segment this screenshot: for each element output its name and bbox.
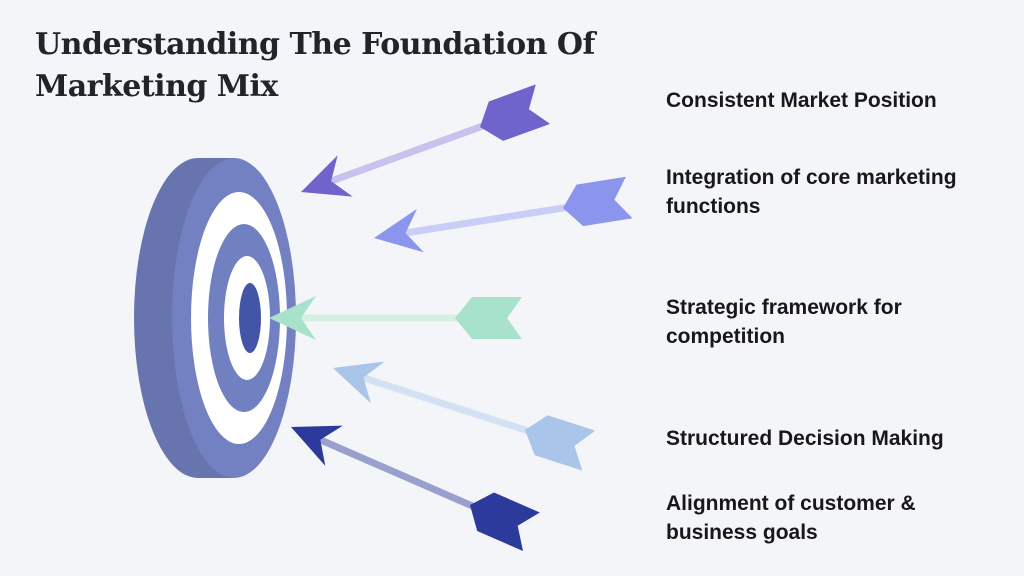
label-alignment-customer-business: Alignment of customer & business goals xyxy=(666,492,916,544)
page-title-line-2: Marketing Mix xyxy=(35,69,278,104)
label-strategic-framework: Strategic framework for competition xyxy=(666,296,902,348)
arrow-alignment-customer-business-shaft xyxy=(317,435,486,515)
arrow-structured-decision-making-fletch xyxy=(525,415,596,471)
label-consistent-market-position: Consistent Market Position xyxy=(666,89,937,112)
arrow-strategic-framework-shaft xyxy=(299,314,470,322)
label-structured-decision-making: Structured Decision Making xyxy=(666,427,944,450)
arrow-strategic-framework-head xyxy=(269,296,316,340)
arrow-consistent-market-position-shaft xyxy=(328,118,496,186)
arrow-structured-decision-making-shaft xyxy=(360,373,541,438)
arrow-structured-decision-making-head xyxy=(333,361,385,404)
arrow-integration-core-marketing-shaft xyxy=(403,202,579,237)
arrow-integration-core-marketing-head xyxy=(374,208,424,253)
arrow-strategic-framework-fletch xyxy=(455,297,522,339)
arrows-group xyxy=(269,84,633,551)
arrow-alignment-customer-business-head xyxy=(291,425,343,466)
page-title: Understanding The Foundation Of Marketin… xyxy=(35,24,595,108)
arrow-alignment-customer-business-fletch xyxy=(470,492,540,551)
target-center xyxy=(239,283,261,353)
label-integration-core-marketing: Integration of core marketing functions xyxy=(666,166,957,218)
page-title-line-1: Understanding The Foundation Of xyxy=(35,27,595,62)
arrow-consistent-market-position-head xyxy=(301,155,353,197)
arrow-consistent-market-position-fletch xyxy=(480,84,551,141)
bullseye-target xyxy=(134,158,296,478)
arrow-integration-core-marketing-fletch xyxy=(563,176,633,227)
